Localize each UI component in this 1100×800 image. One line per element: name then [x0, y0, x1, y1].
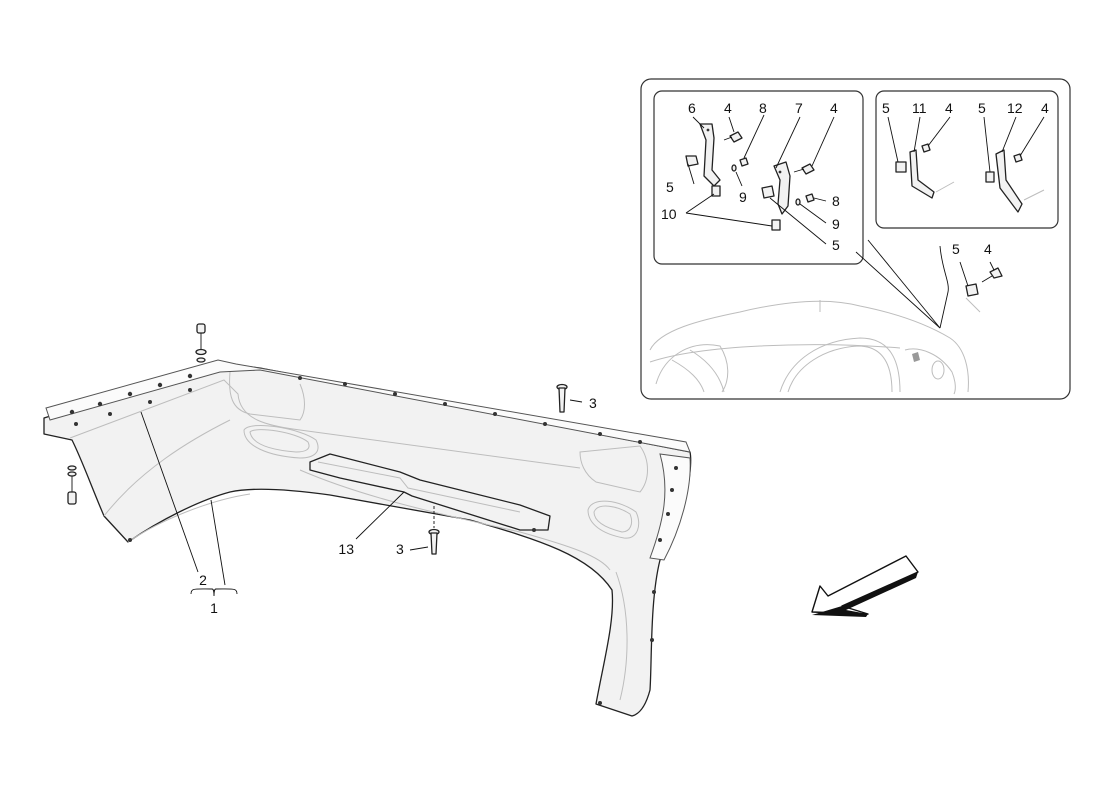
label-13: 13 [338, 541, 354, 557]
inset-left-panel: 6 4 8 7 4 5 9 10 8 9 5 [653, 90, 864, 265]
label-10: 10 [661, 206, 677, 222]
label-11: 11 [912, 100, 927, 116]
label-5-a: 5 [666, 179, 674, 195]
label-5-b: 5 [832, 237, 840, 253]
label-7: 7 [795, 100, 803, 116]
flange-holes [69, 373, 678, 705]
label-8-a: 8 [759, 100, 767, 116]
screw-lower-left [67, 465, 77, 505]
label-6: 6 [688, 100, 696, 116]
label-5-car: 5 [952, 241, 960, 257]
label-5-c: 5 [882, 100, 890, 116]
label-5-d: 5 [978, 100, 986, 116]
label-12: 12 [1007, 100, 1023, 116]
label-3-bottom: 3 [396, 541, 404, 557]
label-2: 2 [199, 572, 207, 588]
screw-3-bottom [428, 506, 440, 555]
car-fasteners: 5 4 [952, 241, 1003, 313]
direction-arrow-icon [811, 555, 919, 617]
label-9-b: 9 [832, 216, 840, 232]
label-8-b: 8 [832, 193, 840, 209]
label-3-top: 3 [589, 395, 597, 411]
car-silhouette [649, 300, 969, 395]
screw-top-left [195, 323, 207, 363]
detail-inset: 6 4 8 7 4 5 9 10 8 9 5 [640, 78, 1071, 400]
label-4-car: 4 [984, 241, 992, 257]
label-4-b: 4 [830, 100, 838, 116]
rear-bumper: 2 1 3 3 13 [43, 323, 692, 717]
inset-right-panel: 5 11 4 5 12 4 [875, 90, 1059, 229]
label-4-d: 4 [1041, 100, 1049, 116]
label-9-a: 9 [739, 189, 747, 205]
screw-3-top [556, 383, 568, 413]
label-1: 1 [210, 600, 218, 616]
label-4-a: 4 [724, 100, 732, 116]
label-4-c: 4 [945, 100, 953, 116]
